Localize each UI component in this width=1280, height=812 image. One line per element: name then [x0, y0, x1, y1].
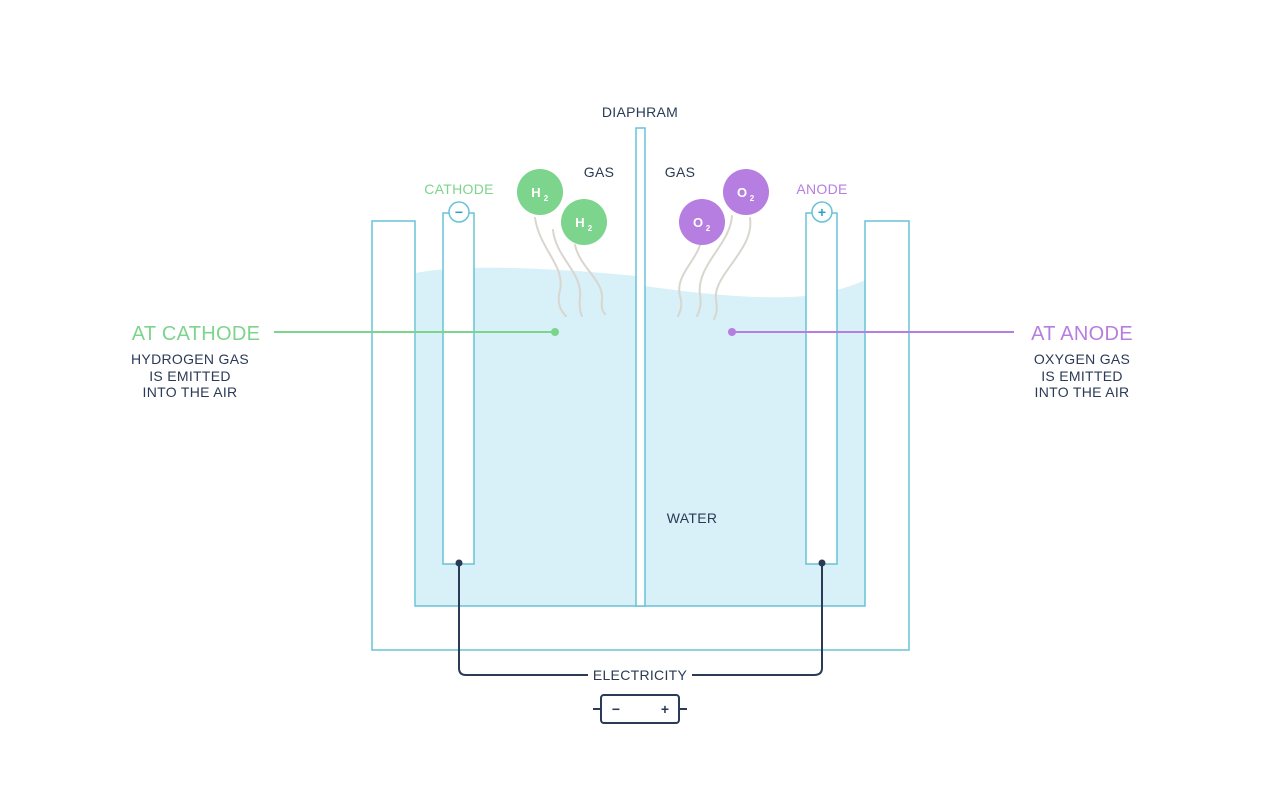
diaphragm	[635, 127, 646, 607]
anode-label: ANODE	[796, 181, 847, 197]
h2-molecule-2: H 2	[561, 199, 607, 245]
electricity-label: ELECTRICITY	[593, 667, 688, 683]
h2-subscript: 2	[544, 194, 549, 203]
hydrogen-gas-trails	[534, 217, 606, 317]
anode-callout-line-3: INTO THE AIR	[1035, 384, 1130, 400]
battery-plus: +	[661, 701, 669, 717]
o2-subscript: 2	[706, 224, 711, 233]
cathode-sign: −	[455, 204, 463, 220]
battery-icon: − +	[593, 694, 687, 724]
water-label: WATER	[667, 510, 718, 526]
cathode-wire-dot	[455, 559, 463, 567]
minus-circle-icon: −	[448, 201, 470, 223]
o2-molecule-1: O 2	[679, 199, 725, 245]
diaphragm-label: DIAPHRAM	[602, 104, 678, 120]
tank-outer-wall	[371, 220, 910, 651]
anode-callout-line-2: IS EMITTED	[1041, 368, 1123, 384]
cathode-callout-line-2: IS EMITTED	[149, 368, 231, 384]
circuit-wire	[458, 563, 823, 676]
h2-subscript: 2	[588, 224, 593, 233]
anode-callout-line-1: OXYGEN GAS	[1034, 351, 1130, 367]
cathode-callout-line-3: INTO THE AIR	[143, 384, 238, 400]
cathode-callout-dot	[551, 328, 559, 336]
o2-symbol: O	[737, 185, 747, 200]
oxygen-gas-trails	[677, 215, 752, 320]
h2-molecule-1: H 2	[517, 169, 563, 215]
anode-sign: +	[818, 204, 826, 220]
battery-minus: −	[612, 701, 620, 717]
h2-symbol: H	[531, 185, 540, 200]
h2-symbol: H	[575, 215, 584, 230]
anode-callout-title: AT ANODE	[1031, 323, 1133, 345]
plus-circle-icon: +	[811, 201, 833, 223]
cathode-electrode	[442, 212, 475, 565]
cathode-callout-line-1: HYDROGEN GAS	[131, 351, 249, 367]
cathode-label: CATHODE	[424, 181, 494, 197]
anode-callout-dot	[728, 328, 736, 336]
gas-left-label: GAS	[584, 164, 614, 180]
gas-right-label: GAS	[665, 164, 695, 180]
anode-electrode	[805, 212, 838, 565]
o2-symbol: O	[693, 215, 703, 230]
o2-subscript: 2	[750, 194, 755, 203]
anode-wire-dot	[818, 559, 826, 567]
cathode-callout-title: AT CATHODE	[132, 323, 261, 345]
o2-molecule-2: O 2	[723, 169, 769, 215]
